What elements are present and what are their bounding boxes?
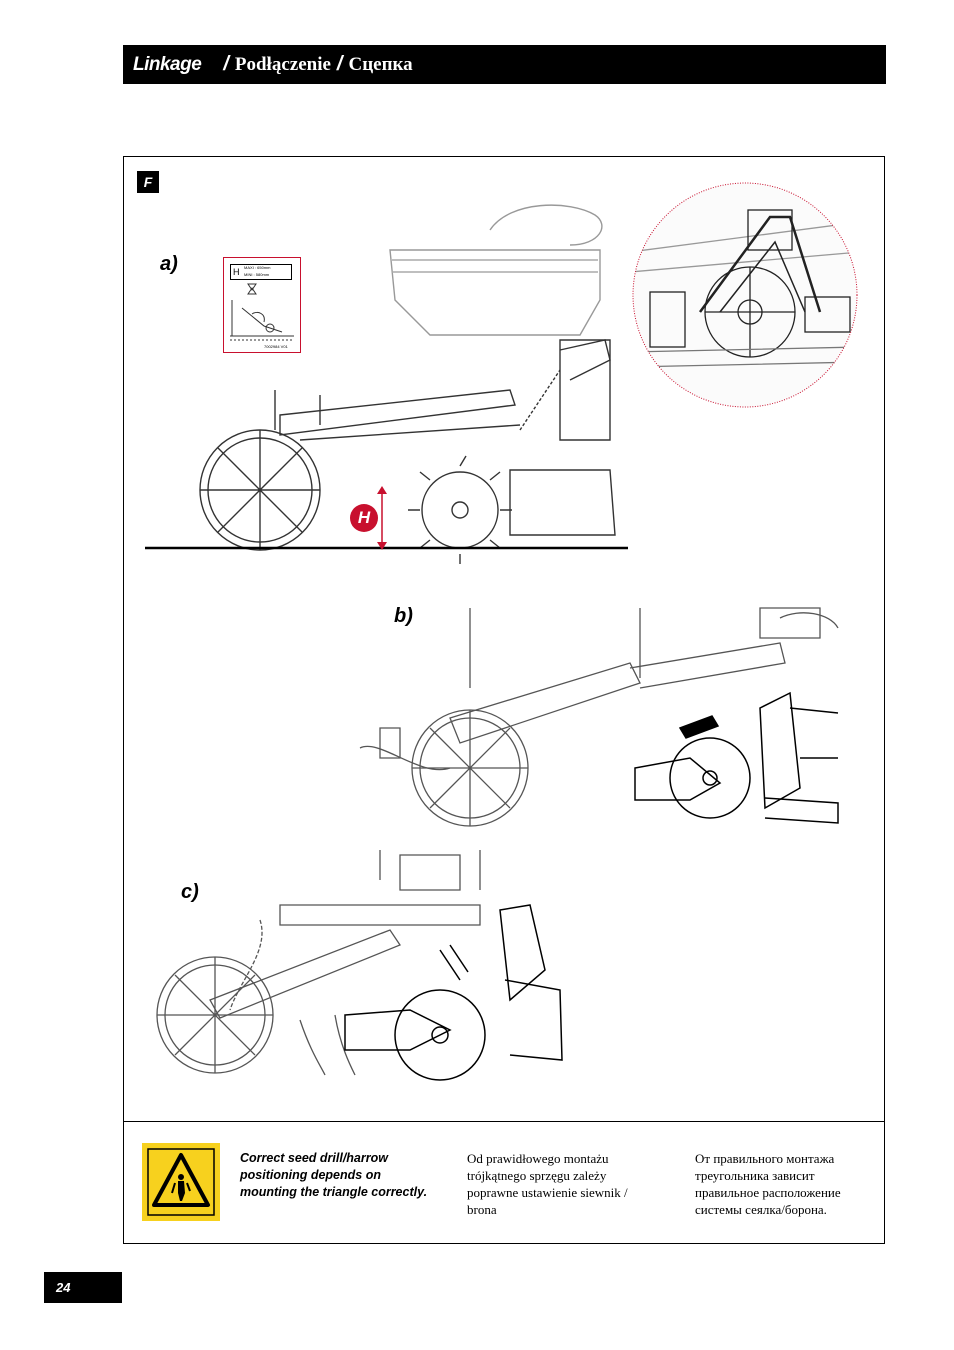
label-a: a) bbox=[160, 253, 178, 275]
height-inset-diagram: H MAXI : 650mm MINI : 580mm 7002984 V01 bbox=[223, 257, 301, 353]
detail-circle bbox=[632, 182, 858, 408]
figure-badge: F bbox=[137, 171, 159, 193]
inset-sketch bbox=[230, 283, 294, 341]
illustration-c bbox=[156, 850, 563, 1081]
inset-legend: H MAXI : 650mm MINI : 580mm bbox=[230, 264, 292, 280]
header-separator: / bbox=[336, 53, 343, 75]
page-header: Linkage / Podłączenie / Сцепка bbox=[123, 45, 886, 84]
note-english: Correct seed drill/harrow positioning de… bbox=[240, 1151, 428, 1199]
illustration-b bbox=[359, 607, 839, 827]
header-separator: / bbox=[223, 53, 229, 75]
warning-triangle-icon bbox=[147, 1148, 215, 1216]
note-russian: От правильного монтажа треугольника зави… bbox=[695, 1151, 841, 1217]
label-c: c) bbox=[181, 881, 199, 903]
header-title-pl: Podłączenie bbox=[234, 53, 331, 75]
inset-h-label: H bbox=[233, 267, 240, 277]
inset-mini-label: MINI : 580mm bbox=[244, 272, 270, 277]
note-polish: Od prawidłowego montażu trójkątnego sprz… bbox=[467, 1151, 628, 1217]
inset-max-label: MAXI : 650mm bbox=[244, 265, 271, 270]
frame-divider bbox=[124, 1121, 884, 1122]
warning-box bbox=[142, 1143, 220, 1221]
label-b: b) bbox=[394, 605, 413, 627]
header-title-ru: Сцепка bbox=[348, 53, 413, 75]
figure-frame bbox=[123, 156, 885, 1244]
height-marker-label: H bbox=[357, 508, 371, 527]
page-number: 24 bbox=[44, 1272, 122, 1303]
illustration-a bbox=[145, 204, 628, 564]
header-title-en: Linkage bbox=[133, 53, 202, 75]
inset-code: 7002984 V01 bbox=[264, 344, 288, 349]
